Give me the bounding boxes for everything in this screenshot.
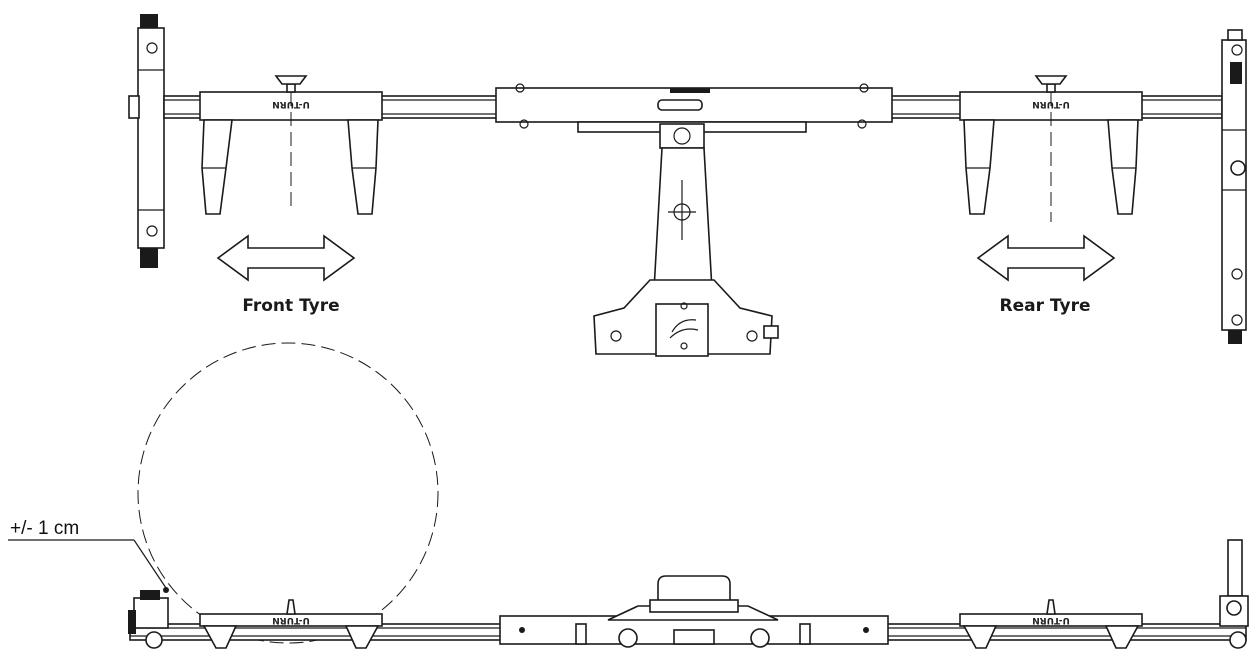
front-tyre-clamp: U-TURN — [199, 75, 383, 215]
front-tyre-label: Front Tyre — [242, 296, 339, 316]
side-view: +/- 1 cm U-TURN — [8, 342, 1249, 649]
rear-clamp-side: U-TURN — [959, 599, 1143, 649]
front-side-stamp: U-TURN — [272, 615, 310, 625]
front-tyre-arrow-icon — [216, 234, 356, 282]
front-clamp-side: U-TURN — [199, 599, 383, 649]
tolerance-callout: +/- 1 cm — [8, 518, 169, 593]
right-end-post — [1219, 539, 1249, 649]
left-end-foot — [128, 590, 169, 649]
right-end-plate — [1221, 29, 1247, 344]
center-carriage-side — [499, 575, 889, 648]
rear-tyre-label: Rear Tyre — [1000, 296, 1091, 316]
rear-tyre-clamp: U-TURN — [959, 75, 1143, 222]
tyre-outline — [137, 342, 439, 644]
tolerance-label: +/- 1 cm — [10, 518, 79, 539]
top-view: U-TURN U-TURN — [128, 14, 1247, 357]
rear-tyre-arrow-icon — [976, 234, 1116, 282]
rear-side-stamp: U-TURN — [1032, 615, 1070, 625]
center-carriage — [495, 83, 893, 357]
u-turn-logo-icon — [669, 319, 699, 339]
left-end-plate — [128, 14, 165, 268]
